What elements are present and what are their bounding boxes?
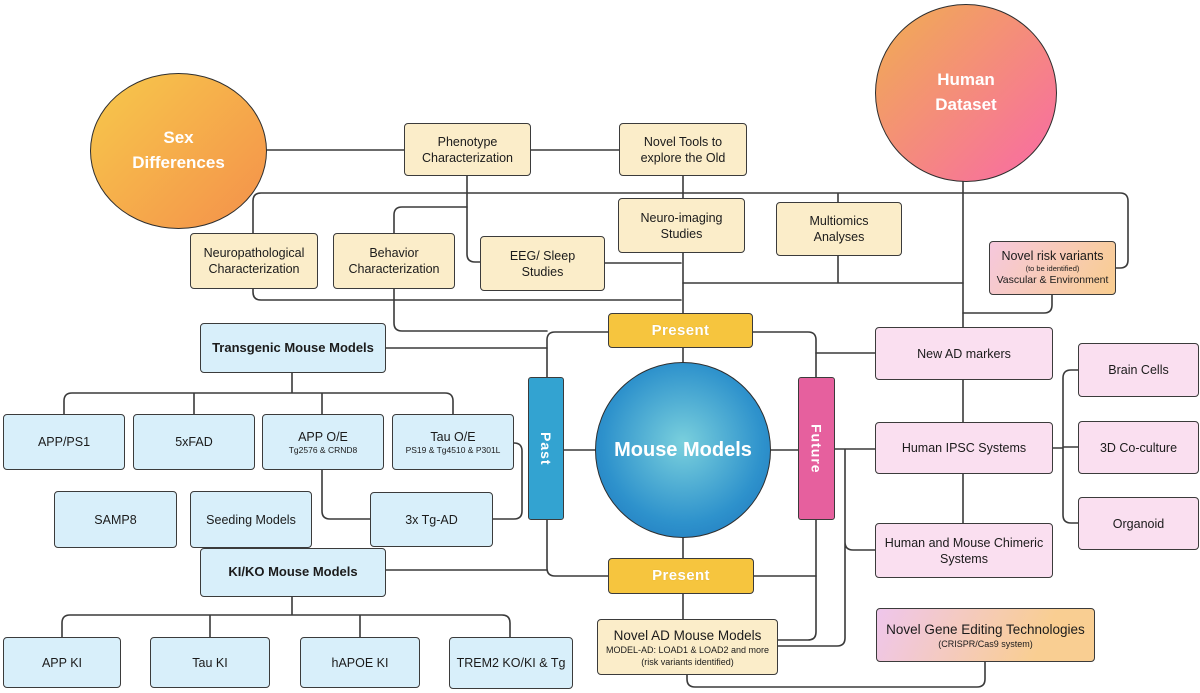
node-label: Multiomics Analyses	[809, 214, 869, 244]
timeline-label: Future	[808, 423, 825, 474]
human-dataset-label: Human Dataset	[935, 70, 997, 114]
node-sublabel: PS19 & Tg4510 & P301L	[405, 444, 501, 455]
node-label: Neuro-imaging Studies	[640, 210, 723, 241]
node-tau-oe: Tau O/E PS19 & Tg4510 & P301L	[392, 414, 514, 470]
node-label: Novel AD Mouse Models	[613, 628, 762, 644]
node-label: Tau O/E	[430, 429, 476, 444]
node-label: Phenotype Characterization	[421, 134, 513, 165]
node-label: Human and Mouse Chimeric Systems	[884, 535, 1044, 566]
node-novel-risk-variants: Novel risk variants (to be identified) V…	[989, 241, 1116, 295]
node-label: New AD markers	[917, 346, 1011, 361]
node-app-oe: APP O/E Tg2576 & CRND8	[262, 414, 384, 470]
node-ki-ko-mouse-models: KI/KO Mouse Models	[200, 548, 386, 597]
timeline-label: Present	[652, 567, 710, 585]
node-multiomics-analyses: Multiomics Analyses	[776, 202, 902, 256]
node-5xfad: 5xFAD	[133, 414, 255, 470]
node-label: Brain Cells	[1108, 363, 1169, 377]
node-new-ad-markers: New AD markers	[875, 327, 1053, 380]
node-hapoe-ki: hAPOE KI	[300, 637, 420, 688]
mouse-models-circle: Mouse Models	[595, 362, 771, 538]
timeline-present-bottom: Present	[608, 558, 754, 594]
timeline-label: Past	[538, 431, 554, 466]
node-sublabel: MODEL-AD: LOAD1 & LOAD2 and more	[605, 645, 770, 656]
node-label: Human IPSC Systems	[901, 441, 1027, 455]
sex-differences-circle: Sex Differences	[90, 73, 267, 229]
node-label: Novel risk variants	[1001, 249, 1104, 264]
node-neuropathological-characterization: Neuropathological Characterization	[190, 233, 318, 289]
node-app-ki: APP KI	[3, 637, 121, 688]
node-human-mouse-chimeric-systems: Human and Mouse Chimeric Systems	[875, 523, 1053, 578]
node-novel-gene-editing: Novel Gene Editing Technologies (CRISPR/…	[876, 608, 1095, 662]
node-3x-tg-ad: 3x Tg-AD	[370, 492, 493, 547]
node-tau-ki: Tau KI	[150, 637, 270, 688]
node-human-ipsc-systems: Human IPSC Systems	[875, 422, 1053, 474]
node-novel-tools: Novel Tools to explore the Old	[619, 123, 747, 176]
node-transgenic-mouse-models: Transgenic Mouse Models	[200, 323, 386, 373]
node-sublabel2: Vascular & Environment	[996, 274, 1109, 287]
node-app-ps1: APP/PS1	[3, 414, 125, 470]
node-label: Neuropathological Characterization	[203, 246, 305, 276]
node-label: 3x Tg-AD	[405, 512, 458, 527]
human-dataset-circle: Human Dataset	[875, 4, 1057, 182]
node-label: APP/PS1	[37, 435, 91, 449]
node-label: APP O/E	[298, 429, 348, 444]
node-seeding-models: Seeding Models	[190, 491, 312, 548]
node-sublabel: Tg2576 & CRND8	[288, 444, 358, 455]
node-sublabel2: (risk variants identified)	[641, 656, 734, 667]
node-brain-cells: Brain Cells	[1078, 343, 1199, 397]
node-label: hAPOE KI	[331, 655, 389, 670]
node-behavior-characterization: Behavior Characterization	[333, 233, 455, 289]
node-phenotype-characterization: Phenotype Characterization	[404, 123, 531, 176]
mouse-models-label: Mouse Models	[614, 438, 752, 461]
node-label: TREM2 KO/KI & Tg	[456, 656, 566, 670]
node-label: Transgenic Mouse Models	[212, 339, 374, 355]
node-label: Behavior Characterization	[348, 246, 440, 276]
timeline-label: Present	[651, 321, 710, 339]
node-samp8: SAMP8	[54, 491, 177, 548]
node-neuro-imaging-studies: Neuro-imaging Studies	[618, 198, 745, 253]
node-label: 3D Co-culture	[1099, 440, 1178, 455]
node-trem2-ko-ki-tg: TREM2 KO/KI & Tg	[449, 637, 573, 689]
node-organoid: Organoid	[1078, 497, 1199, 550]
node-label: EEG/ Sleep Studies	[509, 248, 576, 279]
node-label: Organoid	[1112, 516, 1165, 531]
node-label: Tau KI	[192, 655, 228, 670]
timeline-present-top: Present	[608, 313, 753, 348]
node-label: KI/KO Mouse Models	[228, 564, 358, 580]
node-label: Novel Gene Editing Technologies	[886, 621, 1085, 637]
node-label: Novel Tools to explore the Old	[640, 134, 726, 165]
node-sublabel: (to be identified)	[1025, 264, 1080, 274]
node-sublabel: (CRISPR/Cas9 system)	[938, 638, 1033, 649]
node-3d-co-culture: 3D Co-culture	[1078, 421, 1199, 474]
node-label: APP KI	[41, 655, 83, 670]
node-label: SAMP8	[94, 512, 137, 527]
timeline-past: Past	[528, 377, 564, 520]
sex-differences-label: Sex Differences	[132, 128, 225, 172]
node-label: Seeding Models	[206, 512, 296, 527]
node-eeg-sleep-studies: EEG/ Sleep Studies	[480, 236, 605, 291]
node-novel-ad-mouse-models: Novel AD Mouse Models MODEL-AD: LOAD1 & …	[597, 619, 778, 675]
node-label: 5xFAD	[175, 435, 213, 449]
timeline-future: Future	[798, 377, 835, 520]
